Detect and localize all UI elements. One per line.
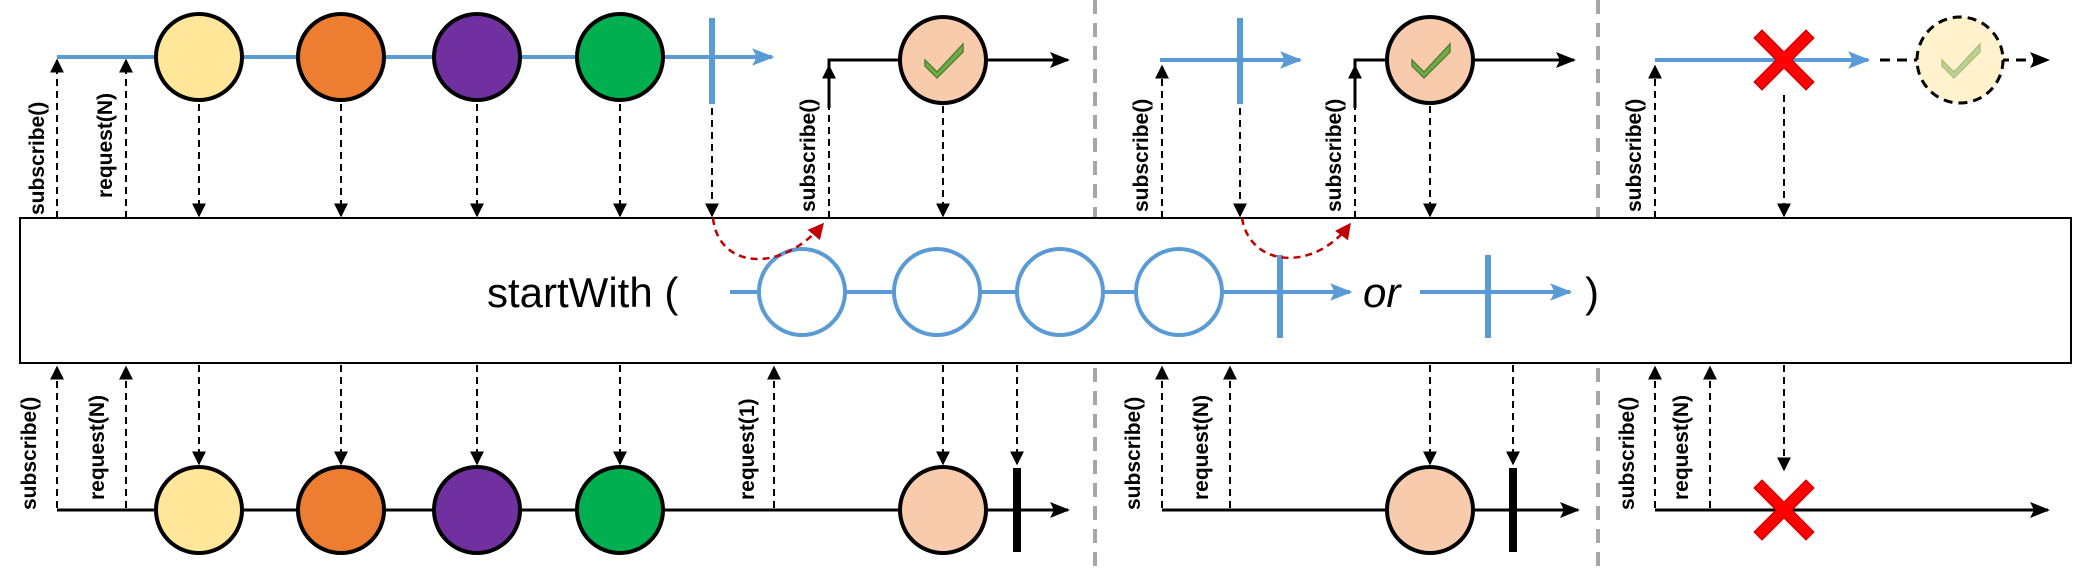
s1-top-request-label: request(N) [94,93,117,198]
s2-second-source-peach-marble [1385,15,1475,105]
operator-placeholder-circle-2 [892,247,982,337]
s2-top-subscribe-label: subscribe() [1130,99,1153,212]
s2-second-subscribe-label: subscribe() [1323,99,1346,212]
s2-bottom-peach-marble [1385,465,1475,555]
s1-bottom-orange-marble [296,465,386,555]
s1-top-subscribe-label: subscribe() [26,102,49,215]
s3-unsubscribed-marble [1915,15,2005,105]
s1-top-yellow-marble [154,12,244,102]
s1-bottom-request-label: request(N) [86,395,109,500]
s1-second-source-peach-marble [898,15,988,105]
s1-top-orange-marble [296,12,386,102]
s1-bottom-purple-marble [432,465,522,555]
operator-placeholder-circle-3 [1015,247,1105,337]
s1-top-purple-marble [432,12,522,102]
s1-bottom-request1-label: request(1) [736,398,759,500]
operator-or-label: or [1363,269,1402,316]
operator-label: startWith ( [487,269,678,316]
operator-close-paren: ) [1585,269,1599,316]
s1-bottom-green-marble [575,465,665,555]
operator-placeholder-circle-4 [1134,247,1224,337]
s1-second-subscribe-label: subscribe() [797,99,820,212]
s1-top-green-marble [575,12,665,102]
s1-bottom-peach-marble [898,465,988,555]
operator-placeholder-circle-1 [757,247,847,337]
s1-bottom-subscribe-label: subscribe() [18,397,41,510]
s2-bottom-subscribe-label: subscribe() [1122,397,1145,510]
operator-box [19,217,2072,364]
s1-bottom-yellow-marble [154,465,244,555]
s3-top-subscribe-label: subscribe() [1623,99,1646,212]
s1-resubscribe-curve [711,217,825,261]
s3-bottom-subscribe-label: subscribe() [1616,397,1639,510]
s2-bottom-request-label: request(N) [1190,395,1213,500]
s3-bottom-request-label: request(N) [1670,395,1693,500]
s2-resubscribe-curve [1240,217,1352,259]
